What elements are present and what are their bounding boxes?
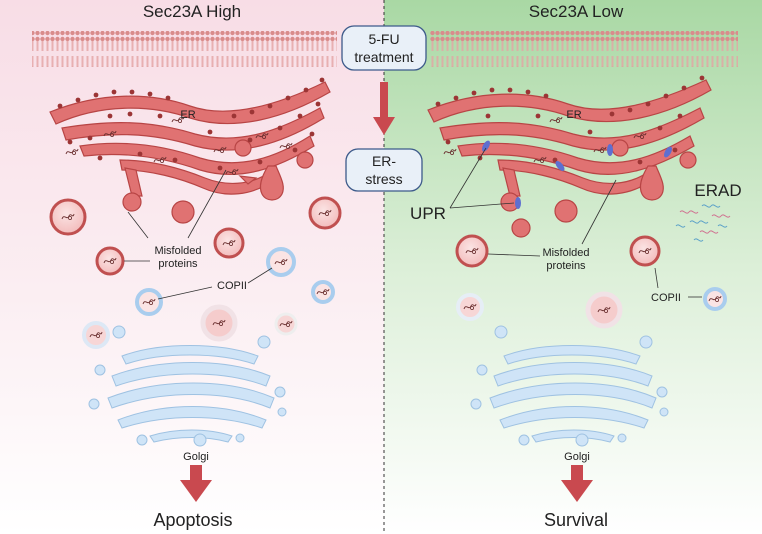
upr-label: UPR (410, 204, 446, 223)
left-copii-label: COPII (217, 280, 247, 292)
right-outcome-arrow (561, 465, 593, 502)
left-golgi (88, 325, 287, 447)
treatment-box (341, 25, 427, 71)
right-misfolded-line2: proteins (546, 260, 586, 272)
right-vesicles (455, 199, 727, 329)
upr-markers (482, 140, 672, 209)
left-misfolded-line2: proteins (158, 258, 198, 270)
upr-leader-lines (449, 147, 515, 209)
left-er-label: ER (180, 109, 195, 121)
er-stress-box (345, 148, 423, 192)
right-title: Sec23A Low (529, 2, 624, 21)
left-golgi-label: Golgi (183, 451, 209, 463)
erad-fragments (675, 204, 731, 242)
right-golgi-label: Golgi (564, 451, 590, 463)
treatment-label-line1: 5-FU (368, 31, 399, 47)
left-membrane (32, 31, 337, 67)
er-stress-line2: stress (365, 171, 402, 187)
er-stress-line1: ER- (372, 153, 396, 169)
right-misfolded-line1: Misfolded (542, 247, 589, 259)
left-vesicles (49, 196, 342, 349)
left-outcome-arrow (180, 465, 212, 502)
left-leader-lines (124, 169, 273, 300)
left-er-ribosomes (57, 77, 325, 171)
right-copii-label: COPII (651, 292, 681, 304)
left-misfolded-line1: Misfolded (154, 245, 201, 257)
right-outcome-label: Survival (544, 510, 608, 530)
right-er-label: ER (566, 109, 581, 121)
left-er (49, 81, 331, 212)
left-title: Sec23A High (143, 2, 241, 21)
right-golgi (470, 325, 669, 447)
right-leader-lines (487, 179, 702, 298)
right-membrane (430, 31, 738, 67)
treatment-arrow (373, 82, 395, 135)
erad-label: ERAD (694, 181, 741, 200)
treatment-label-line2: treatment (354, 49, 413, 65)
left-outcome-label: Apoptosis (153, 510, 232, 530)
